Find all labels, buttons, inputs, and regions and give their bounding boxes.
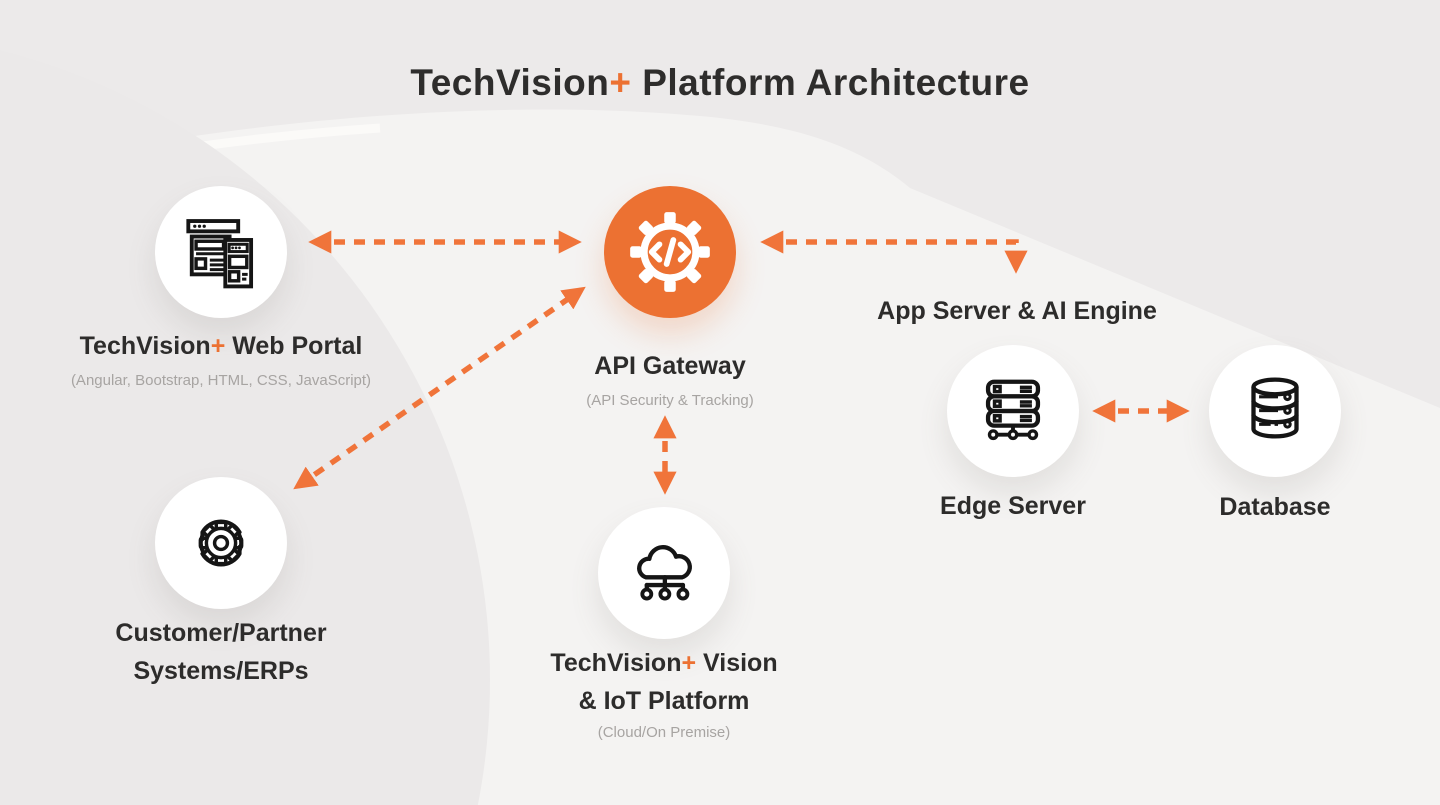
title-plus-accent: +	[609, 62, 632, 103]
vision-iot-circle	[598, 507, 730, 639]
api-gateway-label: API Gateway	[594, 352, 746, 380]
node-web-portal: TechVision+ Web Portal (Angular, Bootstr…	[31, 186, 411, 390]
vision-iot-subtitle: (Cloud/On Premise)	[597, 724, 731, 741]
vision-iot-label-line1: TechVision+ Vision	[550, 649, 778, 677]
database-circle	[1209, 345, 1341, 477]
arrow-appserver-gateway	[760, 230, 1028, 274]
node-api-gateway: API Gateway (API Security & Tracking)	[520, 186, 820, 410]
browser-windows-icon	[186, 219, 254, 289]
database-label: Database	[1219, 493, 1331, 521]
edge-server-label: Edge Server	[940, 492, 1086, 520]
vision-iot-label-line2: & IoT Platform	[578, 687, 750, 715]
gear-code-icon	[630, 212, 710, 292]
web-portal-label: TechVision+ Web Portal	[79, 332, 363, 360]
cloud-network-icon	[637, 545, 692, 601]
node-vision-iot: TechVision+ Vision & IoT Platform (Cloud…	[504, 507, 824, 742]
customer-partner-label-line1: Customer/Partner	[115, 619, 327, 647]
node-edge-server: Edge Server	[903, 345, 1123, 525]
app-server-ai-label: App Server & AI Engine	[877, 297, 1157, 325]
gear-sync-icon	[198, 519, 244, 567]
page-title: TechVision+ Platform Architecture	[410, 62, 1030, 103]
node-database: Database	[1165, 345, 1385, 526]
api-gateway-subtitle: (API Security & Tracking)	[586, 392, 754, 409]
edge-server-circle	[947, 345, 1079, 477]
arrow-gateway-customer	[293, 286, 586, 490]
customer-partner-label-line2: Systems/ERPs	[133, 657, 309, 685]
api-gateway-circle	[604, 186, 736, 318]
node-app-server-ai: App Server & AI Engine	[817, 292, 1217, 330]
web-portal-subtitle: (Angular, Bootstrap, HTML, CSS, JavaScri…	[70, 372, 372, 389]
server-rack-icon	[985, 379, 1041, 441]
database-cylinder-icon	[1251, 377, 1299, 439]
node-customer-partner: Customer/Partner Systems/ERPs	[61, 477, 381, 690]
customer-partner-circle	[155, 477, 287, 609]
web-portal-circle	[155, 186, 287, 318]
